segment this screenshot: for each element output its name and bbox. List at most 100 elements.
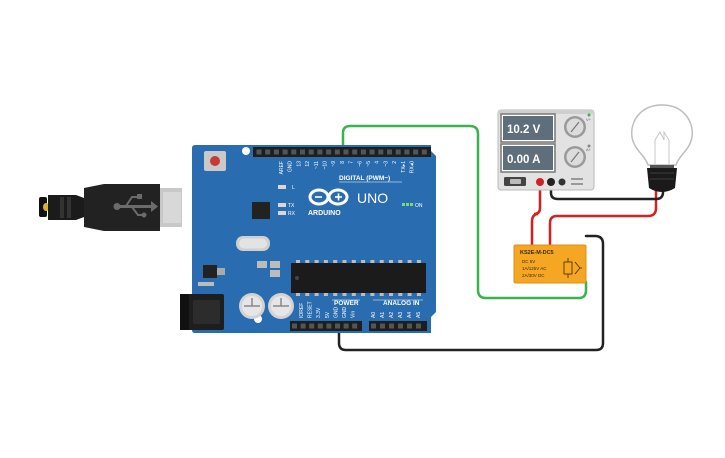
- usb-cable[interactable]: [39, 184, 182, 231]
- header-pin-hole[interactable]: [300, 149, 305, 155]
- header-pin-hole[interactable]: [352, 323, 358, 329]
- chip-pin: [351, 293, 356, 296]
- header-pin-hole[interactable]: [360, 149, 366, 155]
- arduino-logo: [308, 188, 349, 206]
- voltage-knob[interactable]: V+: [564, 116, 592, 138]
- power-header[interactable]: [290, 321, 362, 331]
- current-knob[interactable]: A+: [564, 146, 592, 168]
- dc-power-supply[interactable]: 10.2 V 0.00 A V+ A+: [497, 109, 595, 191]
- header-pin-hole[interactable]: [335, 323, 340, 329]
- header-pin-hole[interactable]: [309, 323, 315, 329]
- header-pin-hole[interactable]: [308, 149, 314, 155]
- digital-pin-label: 13: [296, 161, 302, 167]
- header-pin-hole[interactable]: [371, 323, 376, 329]
- chip-pin: [305, 293, 310, 296]
- header-pin-hole[interactable]: [273, 149, 279, 155]
- header-pin-hole[interactable]: [326, 323, 332, 329]
- digital-pin-label: GND: [288, 161, 294, 173]
- relay-part-label: KS2E-M-DC5: [520, 250, 554, 256]
- header-pin-hole[interactable]: [389, 323, 394, 329]
- voltage-display: 10.2 V: [500, 113, 556, 143]
- analog-pin-label: A0: [371, 312, 377, 318]
- header-pin-hole[interactable]: [317, 323, 323, 329]
- relay-rating-2: 1A/125V AC: [522, 266, 547, 271]
- board-model-label: UNO: [357, 190, 388, 206]
- current-knob-label: A+: [586, 147, 592, 152]
- analog-pin-label: A2: [389, 312, 395, 318]
- header-pin-hole[interactable]: [343, 323, 349, 329]
- chip-pin: [389, 293, 393, 296]
- digital-pin-label: 7: [349, 161, 355, 164]
- power-pin-label: Vin: [351, 311, 357, 318]
- usb-chip: [252, 202, 270, 219]
- digital-pin-label: 4: [375, 161, 381, 164]
- dc-power-jack[interactable]: [180, 294, 224, 330]
- header-pin-hole[interactable]: [326, 149, 332, 155]
- light-bulb[interactable]: [631, 104, 693, 192]
- chip-pin: [305, 260, 310, 263]
- voltage-knob-label: V+: [586, 117, 592, 122]
- wire-red-relay-to-bulb[interactable]: [548, 188, 658, 248]
- header-pin-hole[interactable]: [421, 149, 427, 155]
- power-switch[interactable]: [504, 177, 526, 186]
- current-display: 0.00 A: [500, 143, 556, 173]
- header-pin-hole[interactable]: [343, 149, 349, 155]
- current-readout: 0.00 A: [507, 154, 540, 166]
- header-pin-hole[interactable]: [398, 323, 403, 329]
- relay-symbol-icon: [563, 258, 582, 278]
- header-pin-hole[interactable]: [291, 149, 297, 155]
- chip-pin: [314, 260, 319, 263]
- wire-green-pin8-to-relay[interactable]: [341, 124, 588, 300]
- chip-pin: [361, 293, 366, 296]
- relay-rating-3: 2A/30V DC: [522, 273, 545, 278]
- wire-black-gnd-to-relay[interactable]: [337, 234, 605, 352]
- header-pin-hole[interactable]: [256, 149, 262, 155]
- chip-pin: [296, 293, 300, 296]
- chip-pin: [361, 260, 366, 263]
- header-pin-hole[interactable]: [317, 149, 323, 155]
- header-pin-hole[interactable]: [292, 323, 297, 329]
- header-pin-hole[interactable]: [416, 323, 421, 329]
- digital-pin-label: TX▸1: [401, 161, 407, 173]
- chip-pin: [389, 260, 393, 263]
- digital-header[interactable]: [253, 147, 431, 157]
- header-pin-hole[interactable]: [334, 149, 340, 155]
- ground-terminal[interactable]: [558, 178, 566, 186]
- power-pin-label: 3.3V: [316, 307, 322, 318]
- digital-pin-label: ~3: [383, 161, 389, 167]
- header-pin-hole[interactable]: [282, 149, 288, 155]
- header-pin-hole[interactable]: [395, 149, 401, 155]
- chip-pin: [416, 293, 421, 296]
- reset-button[interactable]: [204, 151, 226, 171]
- positive-terminal[interactable]: [536, 178, 544, 186]
- power-pin-label: 5V: [325, 311, 331, 318]
- led-rx-label: RX: [288, 211, 296, 217]
- wire-red-psu-to-relay[interactable]: [530, 181, 542, 248]
- header-pin-hole[interactable]: [378, 149, 384, 155]
- header-pin-hole[interactable]: [300, 323, 306, 329]
- analog-header-label: ANALOG IN: [383, 300, 420, 307]
- negative-terminal[interactable]: [547, 178, 555, 186]
- capacitors: [239, 293, 294, 319]
- header-pin-hole[interactable]: [407, 323, 412, 329]
- relay-rating-1: DC 5V: [522, 259, 535, 264]
- analog-pin-label: A5: [416, 312, 422, 318]
- header-pin-hole[interactable]: [387, 149, 392, 155]
- mounting-hole: [242, 147, 250, 155]
- analog-pin-label: A4: [407, 312, 413, 318]
- chip-pin: [296, 260, 300, 263]
- relay[interactable]: KS2E-M-DC5 DC 5V 1A/125V AC 2A/30V DC: [513, 244, 587, 284]
- digital-pin-label: ~6: [357, 161, 363, 167]
- analog-header[interactable]: [369, 321, 427, 331]
- voltage-readout: 10.2 V: [507, 124, 541, 136]
- header-pin-hole[interactable]: [352, 149, 358, 155]
- header-pin-hole[interactable]: [404, 149, 410, 155]
- chip-pin: [323, 293, 328, 296]
- header-pin-hole[interactable]: [380, 323, 385, 329]
- header-pin-hole[interactable]: [369, 149, 375, 155]
- header-pin-hole[interactable]: [265, 149, 271, 155]
- wire-black-psu-to-bulb[interactable]: [549, 181, 665, 201]
- header-pin-hole[interactable]: [413, 149, 419, 155]
- digital-header-label: DIGITAL (PWM~): [339, 175, 390, 182]
